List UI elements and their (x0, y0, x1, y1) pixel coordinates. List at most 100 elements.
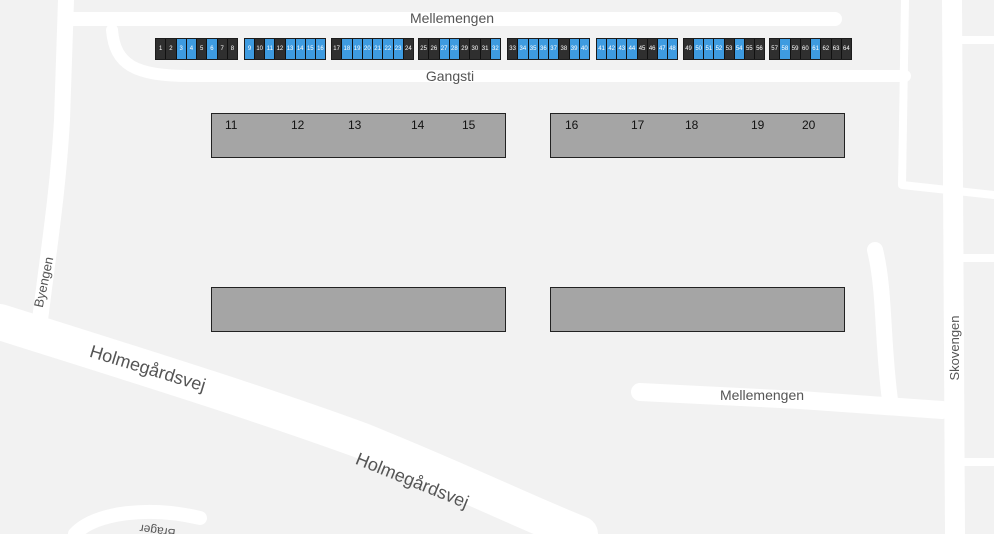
parking-spot[interactable]: 26 (429, 39, 440, 59)
parking-spot[interactable]: 44 (627, 39, 638, 59)
parking-spot[interactable]: 19 (352, 39, 363, 59)
building-number: 11 (225, 118, 238, 132)
parking-spot[interactable]: 23 (393, 39, 404, 59)
parking-spot[interactable]: 57 (770, 39, 781, 59)
parking-spot[interactable]: 16 (315, 39, 325, 59)
building-number: 19 (751, 118, 765, 132)
parking-spot[interactable]: 34 (518, 39, 529, 59)
parking-spot[interactable]: 32 (490, 39, 500, 59)
parking-spot[interactable]: 27 (439, 39, 450, 59)
parking-spot[interactable]: 29 (460, 39, 471, 59)
parking-spot[interactable]: 49 (684, 39, 695, 59)
label-gangsti: Gangsti (426, 68, 474, 84)
parking-spot[interactable]: 36 (538, 39, 549, 59)
building-number: 17 (631, 118, 645, 132)
parking-spot[interactable]: 37 (549, 39, 560, 59)
parking-spot[interactable]: 35 (528, 39, 539, 59)
parking-spot[interactable]: 59 (790, 39, 801, 59)
parking-spot[interactable]: 60 (800, 39, 811, 59)
parking-spot[interactable]: 54 (734, 39, 745, 59)
label-skovengen: Skovengen (947, 315, 962, 380)
building-number: 16 (565, 118, 579, 132)
parking-spot[interactable]: 21 (373, 39, 384, 59)
parking-spot[interactable]: 13 (285, 39, 296, 59)
parking-spot[interactable]: 52 (714, 39, 725, 59)
parking-spot[interactable]: 15 (305, 39, 316, 59)
parking-spot[interactable]: 45 (637, 39, 648, 59)
building-number: 18 (685, 118, 699, 132)
parking-spot[interactable]: 6 (207, 39, 218, 59)
parking-spot[interactable]: 11 (265, 39, 276, 59)
parking-spot[interactable]: 39 (569, 39, 580, 59)
parking-spot[interactable]: 42 (607, 39, 618, 59)
parking-spot[interactable]: 63 (831, 39, 842, 59)
parking-spot[interactable]: 4 (186, 39, 197, 59)
building-2: 16 17 18 19 20 (550, 113, 845, 158)
building-3 (211, 287, 506, 332)
parking-spot[interactable]: 43 (617, 39, 628, 59)
parking-spot[interactable]: 12 (275, 39, 286, 59)
parking-spot[interactable]: 48 (667, 39, 677, 59)
parking-spot[interactable]: 58 (780, 39, 791, 59)
parking-spot[interactable]: 55 (744, 39, 755, 59)
parking-spot[interactable]: 3 (176, 39, 187, 59)
building-number: 15 (462, 118, 476, 132)
parking-spot[interactable]: 28 (449, 39, 460, 59)
building-number: 20 (802, 118, 816, 132)
road-right-edge (898, 0, 994, 199)
label-mellemengen-top: Mellemengen (410, 10, 494, 26)
parking-spot[interactable]: 20 (362, 39, 373, 59)
parking-spot[interactable]: 1 (156, 39, 167, 59)
label-mellemengen-right: Mellemengen (720, 387, 804, 403)
parking-spot[interactable]: 8 (227, 39, 237, 59)
parking-spot[interactable]: 7 (217, 39, 228, 59)
building-1: 11 12 13 14 15 (211, 113, 506, 158)
parking-spot[interactable]: 14 (295, 39, 306, 59)
parking-spot[interactable]: 47 (657, 39, 668, 59)
parking-spot[interactable]: 24 (403, 39, 413, 59)
parking-spot[interactable]: 50 (694, 39, 705, 59)
parking-spot[interactable]: 51 (704, 39, 715, 59)
parking-spot[interactable]: 10 (255, 39, 266, 59)
building-number: 12 (291, 118, 305, 132)
parking-spot[interactable]: 41 (597, 39, 608, 59)
parking-spot[interactable]: 38 (559, 39, 570, 59)
road-east-vertical (867, 242, 898, 408)
parking-spot[interactable]: 31 (480, 39, 491, 59)
parking-spot[interactable]: 40 (579, 39, 589, 59)
road-byengen (32, 0, 74, 328)
road-bottom-curve (68, 504, 207, 534)
building-number: 13 (348, 118, 362, 132)
parking-spot[interactable]: 61 (811, 39, 822, 59)
road-gangsti (106, 24, 911, 82)
parking-spot[interactable]: 64 (841, 39, 851, 59)
parking-spot[interactable]: 33 (508, 39, 519, 59)
parking-spot[interactable]: 53 (724, 39, 735, 59)
parking-spot[interactable]: 46 (647, 39, 658, 59)
parking-spot[interactable]: 62 (821, 39, 832, 59)
road-mellemengen-right (631, 383, 951, 419)
parking-spot[interactable]: 9 (245, 39, 256, 59)
road-skovengen (942, 0, 965, 534)
parking-spot[interactable]: 2 (166, 39, 177, 59)
parking-spot[interactable]: 30 (470, 39, 481, 59)
building-number: 14 (411, 118, 425, 132)
parking-spot[interactable]: 5 (197, 39, 208, 59)
parking-spot[interactable]: 22 (383, 39, 394, 59)
parking-spot[interactable]: 25 (419, 39, 430, 59)
parking-spot[interactable]: 18 (342, 39, 353, 59)
parking-spot[interactable]: 56 (754, 39, 764, 59)
parking-spot[interactable]: 17 (332, 39, 343, 59)
road-holmegardsvej (0, 304, 598, 534)
